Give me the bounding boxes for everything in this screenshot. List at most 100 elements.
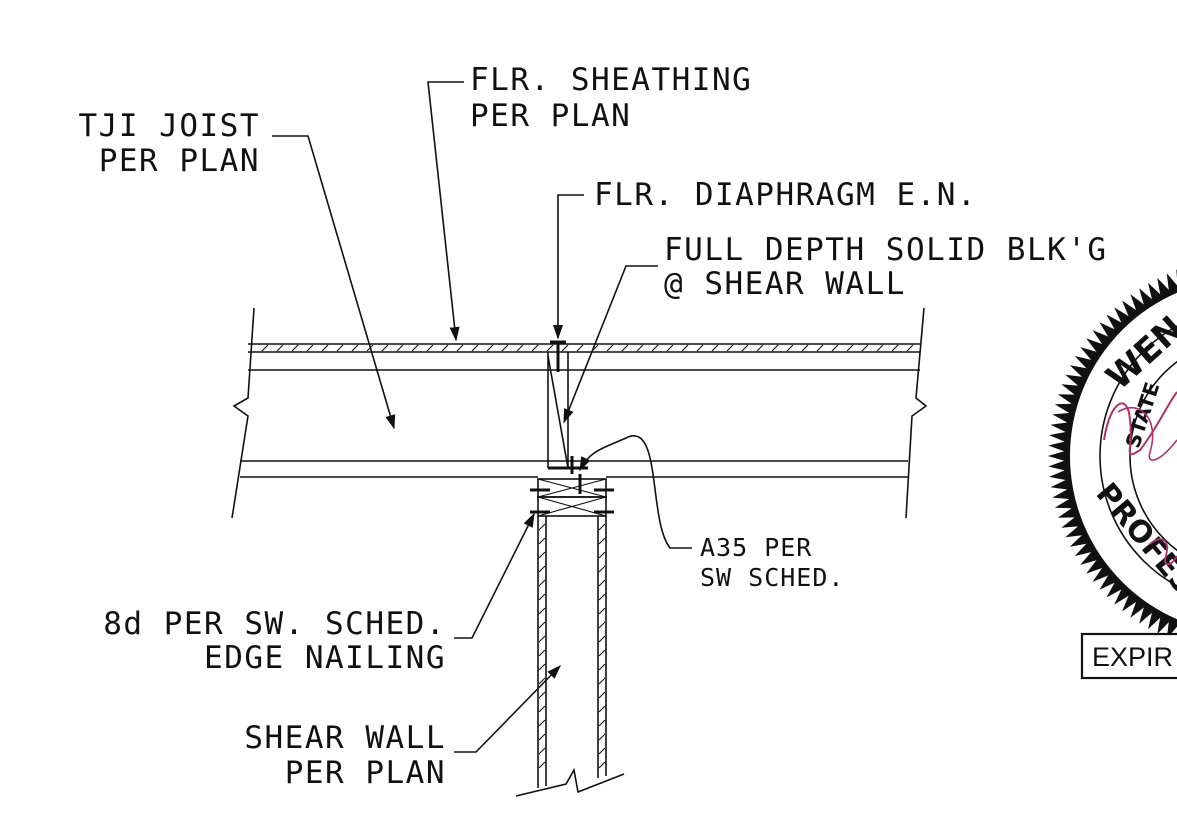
sheathing-hatch-mark bbox=[336, 344, 344, 352]
wall-hatch-mark-left bbox=[538, 537, 546, 545]
sheathing-hatch-mark bbox=[561, 344, 569, 352]
sheathing-hatch-mark bbox=[771, 344, 779, 352]
sheathing-hatch-mark bbox=[861, 344, 869, 352]
seal-inner-ring bbox=[1099, 325, 1177, 587]
sheathing-hatch-mark bbox=[291, 344, 299, 352]
sheathing-hatch-mark bbox=[741, 344, 749, 352]
leader-flr-sheathing bbox=[427, 81, 464, 342]
top-plate-lower bbox=[537, 496, 607, 517]
sheathing-hatch-mark bbox=[471, 344, 479, 352]
expiration-box bbox=[1080, 632, 1177, 680]
label-flr-sheathing-line1: FLR. SHEATHING bbox=[470, 62, 752, 98]
wall-break-line bbox=[515, 767, 625, 797]
wall-hatch-mark-right bbox=[598, 607, 606, 615]
signature-stroke-2 bbox=[1117, 406, 1177, 461]
sheathing-hatch-mark bbox=[441, 344, 449, 352]
wall-hatch-mark-right bbox=[598, 593, 606, 601]
wall-hatch-mark-left bbox=[538, 733, 546, 741]
wall-hatch-mark-left bbox=[538, 607, 546, 615]
sheathing-hatch-mark bbox=[576, 344, 584, 352]
sheathing-hatch-mark bbox=[456, 344, 464, 352]
sheathing-hatch-mark bbox=[276, 344, 284, 352]
sheathing-hatch-mark bbox=[396, 344, 404, 352]
solid-blocking bbox=[547, 340, 588, 494]
wall-hatch-mark-left bbox=[538, 747, 546, 755]
signature-stroke-3 bbox=[1149, 538, 1177, 566]
sheathing-hatch-mark bbox=[351, 344, 359, 352]
wall-hatch-mark-right bbox=[598, 691, 606, 699]
wall-hatch-mark-right bbox=[598, 663, 606, 671]
leader-full-depth-blkg bbox=[563, 265, 658, 424]
leader-shear-wall bbox=[454, 664, 562, 753]
sheathing-hatch-mark bbox=[486, 344, 494, 352]
leader-tji-joist bbox=[272, 135, 396, 430]
sheathing-hatch-mark bbox=[651, 344, 659, 352]
label-shear-wall-line1: SHEAR WALL bbox=[244, 720, 446, 756]
sheathing-hatch-mark bbox=[801, 344, 809, 352]
wall-hatch-mark-left bbox=[538, 523, 546, 531]
leader-edge-nailing bbox=[454, 512, 535, 639]
wall-hatch-mark-left bbox=[538, 761, 546, 769]
wall-hatch-mark-left bbox=[538, 551, 546, 559]
wall-hatch-mark-right bbox=[598, 621, 606, 629]
sheathing-hatch-mark bbox=[501, 344, 509, 352]
sheathing-hatch bbox=[261, 344, 914, 352]
label-tji-joist-line1: TJI JOIST bbox=[79, 108, 260, 144]
sheathing-hatch-mark bbox=[426, 344, 434, 352]
sheathing-hatch-mark bbox=[516, 344, 524, 352]
engineer-seal: WEN STATE PROFESS EXPIR bbox=[1048, 269, 1177, 680]
wall-hatch-mark-left bbox=[538, 621, 546, 629]
break-line-right bbox=[905, 307, 928, 519]
label-full-depth-line2: @ SHEAR WALL bbox=[664, 266, 906, 302]
seal-inner-field bbox=[1070, 292, 1177, 620]
wall-hatch-mark-right bbox=[598, 677, 606, 685]
sheathing-hatch-mark bbox=[681, 344, 689, 352]
sheathing-hatch-mark bbox=[606, 344, 614, 352]
sheathing-hatch-mark bbox=[696, 344, 704, 352]
sheathing-hatch-mark bbox=[726, 344, 734, 352]
sheathing-hatch-mark bbox=[636, 344, 644, 352]
wall-hatch-mark-right bbox=[598, 747, 606, 755]
label-flr-sheathing-line2: PER PLAN bbox=[470, 98, 631, 134]
wall-hatch-mark-right bbox=[598, 733, 606, 741]
break-line-left bbox=[231, 307, 255, 519]
sheathing-hatch-mark bbox=[906, 344, 914, 352]
wall-hatch-mark-right bbox=[598, 705, 606, 713]
label-nailing-line1: 8d PER SW. SCHED. bbox=[103, 606, 446, 642]
sheathing-hatch-mark bbox=[891, 344, 899, 352]
sheathing-hatch-mark bbox=[306, 344, 314, 352]
wall-hatch-mark-right bbox=[598, 635, 606, 643]
leaders bbox=[272, 81, 692, 753]
seal-center-ring bbox=[1129, 360, 1177, 552]
sheathing-hatch-mark bbox=[876, 344, 884, 352]
labels: FLR. SHEATHING PER PLAN TJI JOIST PER PL… bbox=[79, 62, 1108, 791]
sheathing-hatch-mark bbox=[756, 344, 764, 352]
wall-hatch-mark-left bbox=[538, 677, 546, 685]
wall-hatch-mark-left bbox=[538, 565, 546, 573]
sheathing-hatch-mark bbox=[846, 344, 854, 352]
wall-hatch-mark-right bbox=[598, 649, 606, 657]
wall-hatch-mark-right bbox=[598, 579, 606, 587]
sheathing-hatch-mark bbox=[321, 344, 329, 352]
wall-hatch-mark-left bbox=[538, 719, 546, 727]
label-a35-line2: SW SCHED. bbox=[700, 563, 844, 592]
sheathing-hatch-mark bbox=[786, 344, 794, 352]
wall-hatch-mark-left bbox=[538, 705, 546, 713]
label-a35-line1: A35 PER bbox=[700, 533, 812, 562]
leader-flr-diaphragm bbox=[552, 194, 584, 340]
label-full-depth-line1: FULL DEPTH SOLID BLK'G bbox=[664, 232, 1108, 268]
wall-hatch-mark-right bbox=[598, 551, 606, 559]
sheathing-hatch-mark bbox=[381, 344, 389, 352]
signature-stroke-1 bbox=[1103, 391, 1177, 456]
sheathing-hatch-mark bbox=[711, 344, 719, 352]
top-plates bbox=[530, 478, 614, 517]
label-shear-wall-line2: PER PLAN bbox=[285, 755, 446, 791]
wall-hatch-mark-right bbox=[598, 537, 606, 545]
wall-hatch-mark-right bbox=[598, 565, 606, 573]
sheathing-hatch-mark bbox=[261, 344, 269, 352]
shear-wall bbox=[515, 516, 625, 797]
sheathing-hatch-mark bbox=[816, 344, 824, 352]
wall-hatch-mark-left bbox=[538, 691, 546, 699]
blocking-diagonal bbox=[547, 355, 569, 469]
